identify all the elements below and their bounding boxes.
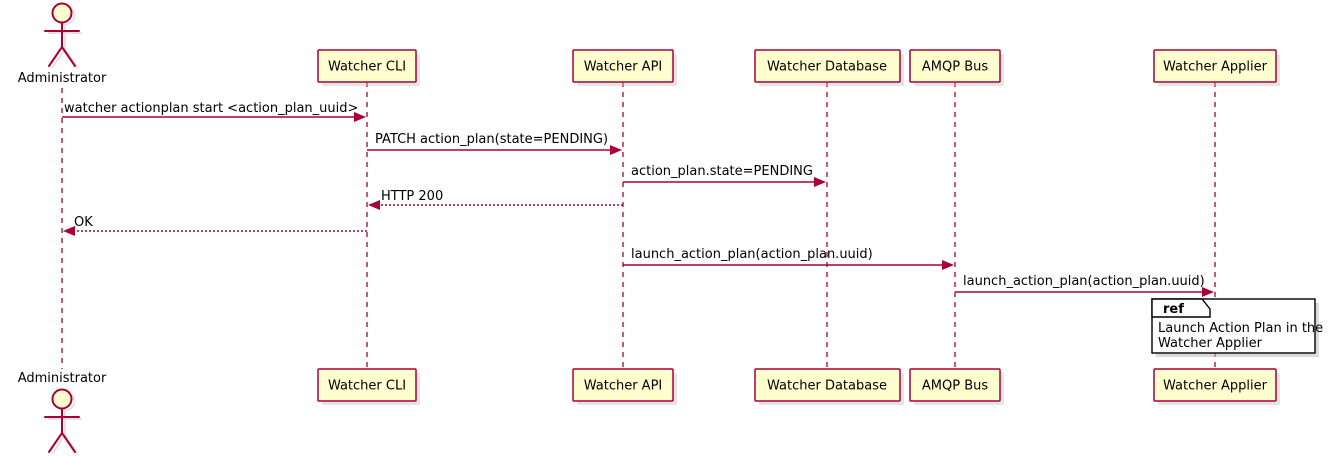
participant-watcher-applier-bottom[interactable]: Watcher Applier — [1153, 368, 1280, 405]
actor-label-administrator-bottom: Administrator — [18, 371, 107, 386]
arrow-head-right-icon — [610, 145, 622, 155]
participant-label-amqp-bus-bottom: AMQP Bus — [922, 379, 988, 394]
message-label: launch_action_plan(action_plan.uuid) — [631, 247, 873, 262]
message-label: PATCH action_plan(state=PENDING) — [375, 132, 608, 147]
arrow-head-right-icon — [1202, 287, 1214, 297]
arrow-head-right-icon — [942, 260, 954, 270]
participant-box[interactable] — [317, 49, 417, 83]
ref-tab-label: ref — [1163, 302, 1184, 317]
participant-box[interactable] — [572, 368, 674, 402]
lifelines-group — [61, 82, 1216, 369]
participant-watcher-applier-top[interactable]: Watcher Applier — [1153, 49, 1280, 86]
participant-amqp-bus-bottom[interactable]: AMQP Bus — [909, 368, 1004, 405]
message-watcher-actionplan-start[interactable]: watcher actionplan start <action_plan_uu… — [62, 101, 366, 122]
message-label: OK — [74, 215, 93, 230]
participant-boxes-top: Watcher CLI Watcher API Watcher Database… — [317, 49, 1280, 86]
participant-label-watcher-cli-bottom: Watcher CLI — [328, 379, 406, 394]
participant-label-watcher-applier-bottom: Watcher Applier — [1163, 379, 1268, 394]
arrow-head-right-icon — [814, 177, 826, 187]
participant-boxes-bottom: Watcher CLI Watcher API Watcher Database… — [317, 368, 1280, 405]
actor-head-icon-bottom — [51, 388, 73, 410]
message-launch-action-plan-to-bus[interactable]: launch_action_plan(action_plan.uuid) — [623, 247, 954, 270]
participant-amqp-bus-top[interactable]: AMQP Bus — [909, 49, 1004, 86]
participant-box[interactable] — [1153, 49, 1277, 83]
participant-watcher-api-bottom[interactable]: Watcher API — [572, 368, 677, 405]
participant-label-amqp-bus-top: AMQP Bus — [922, 60, 988, 75]
participant-label-watcher-api-top: Watcher API — [584, 60, 663, 75]
participant-box[interactable] — [1153, 368, 1277, 402]
actor-body-icon — [44, 22, 80, 67]
participant-watcher-cli-top[interactable]: Watcher CLI — [317, 49, 420, 86]
message-label: watcher actionplan start <action_plan_uu… — [64, 101, 358, 116]
message-launch-action-plan-to-applier[interactable]: launch_action_plan(action_plan.uuid) — [955, 274, 1214, 297]
participant-label-watcher-database-top: Watcher Database — [767, 60, 887, 75]
actor-head-icon — [51, 2, 73, 24]
actor-administrator-top[interactable]: Administrator — [18, 2, 107, 87]
participant-box[interactable] — [754, 49, 901, 83]
arrow-head-left-icon — [63, 226, 75, 236]
messages-group: watcher actionplan start <action_plan_uu… — [62, 101, 1214, 297]
participant-watcher-cli-bottom[interactable]: Watcher CLI — [317, 368, 420, 405]
ref-tab-shape — [1151, 298, 1211, 318]
actor-administrator-bottom[interactable]: Administrator — [18, 371, 107, 455]
participant-box[interactable] — [909, 368, 1001, 402]
message-label: action_plan.state=PENDING — [631, 164, 813, 179]
actor-label-administrator-top: Administrator — [18, 71, 107, 86]
ref-body-line-2: Watcher Applier — [1158, 336, 1263, 351]
participant-box[interactable] — [754, 368, 901, 402]
message-label: launch_action_plan(action_plan.uuid) — [963, 274, 1205, 289]
ref-fragment-launch-action-plan[interactable]: ref Launch Action Plan in the Watcher Ap… — [1151, 298, 1323, 357]
message-patch-action-plan[interactable]: PATCH action_plan(state=PENDING) — [367, 132, 622, 155]
arrow-head-right-icon — [354, 112, 366, 122]
participant-label-watcher-cli-top: Watcher CLI — [328, 60, 406, 75]
ref-body-line-1: Launch Action Plan in the — [1158, 321, 1323, 336]
message-label: HTTP 200 — [381, 189, 443, 204]
message-action-plan-state-pending[interactable]: action_plan.state=PENDING — [623, 164, 826, 187]
message-http-200[interactable]: HTTP 200 — [368, 189, 623, 210]
participant-box[interactable] — [909, 49, 1001, 83]
participant-watcher-database-top[interactable]: Watcher Database — [754, 49, 904, 86]
participant-watcher-database-bottom[interactable]: Watcher Database — [754, 368, 904, 405]
arrow-head-left-icon — [368, 200, 380, 210]
message-ok[interactable]: OK — [63, 215, 367, 236]
participant-watcher-api-top[interactable]: Watcher API — [572, 49, 677, 86]
participant-label-watcher-database-bottom: Watcher Database — [767, 379, 887, 394]
actor-shadow-bottom — [48, 390, 82, 455]
participant-box[interactable] — [317, 368, 417, 402]
participant-label-watcher-applier-top: Watcher Applier — [1163, 60, 1268, 75]
participant-label-watcher-api-bottom: Watcher API — [584, 379, 663, 394]
participant-box[interactable] — [572, 49, 674, 83]
actor-body-icon-bottom — [44, 408, 80, 453]
